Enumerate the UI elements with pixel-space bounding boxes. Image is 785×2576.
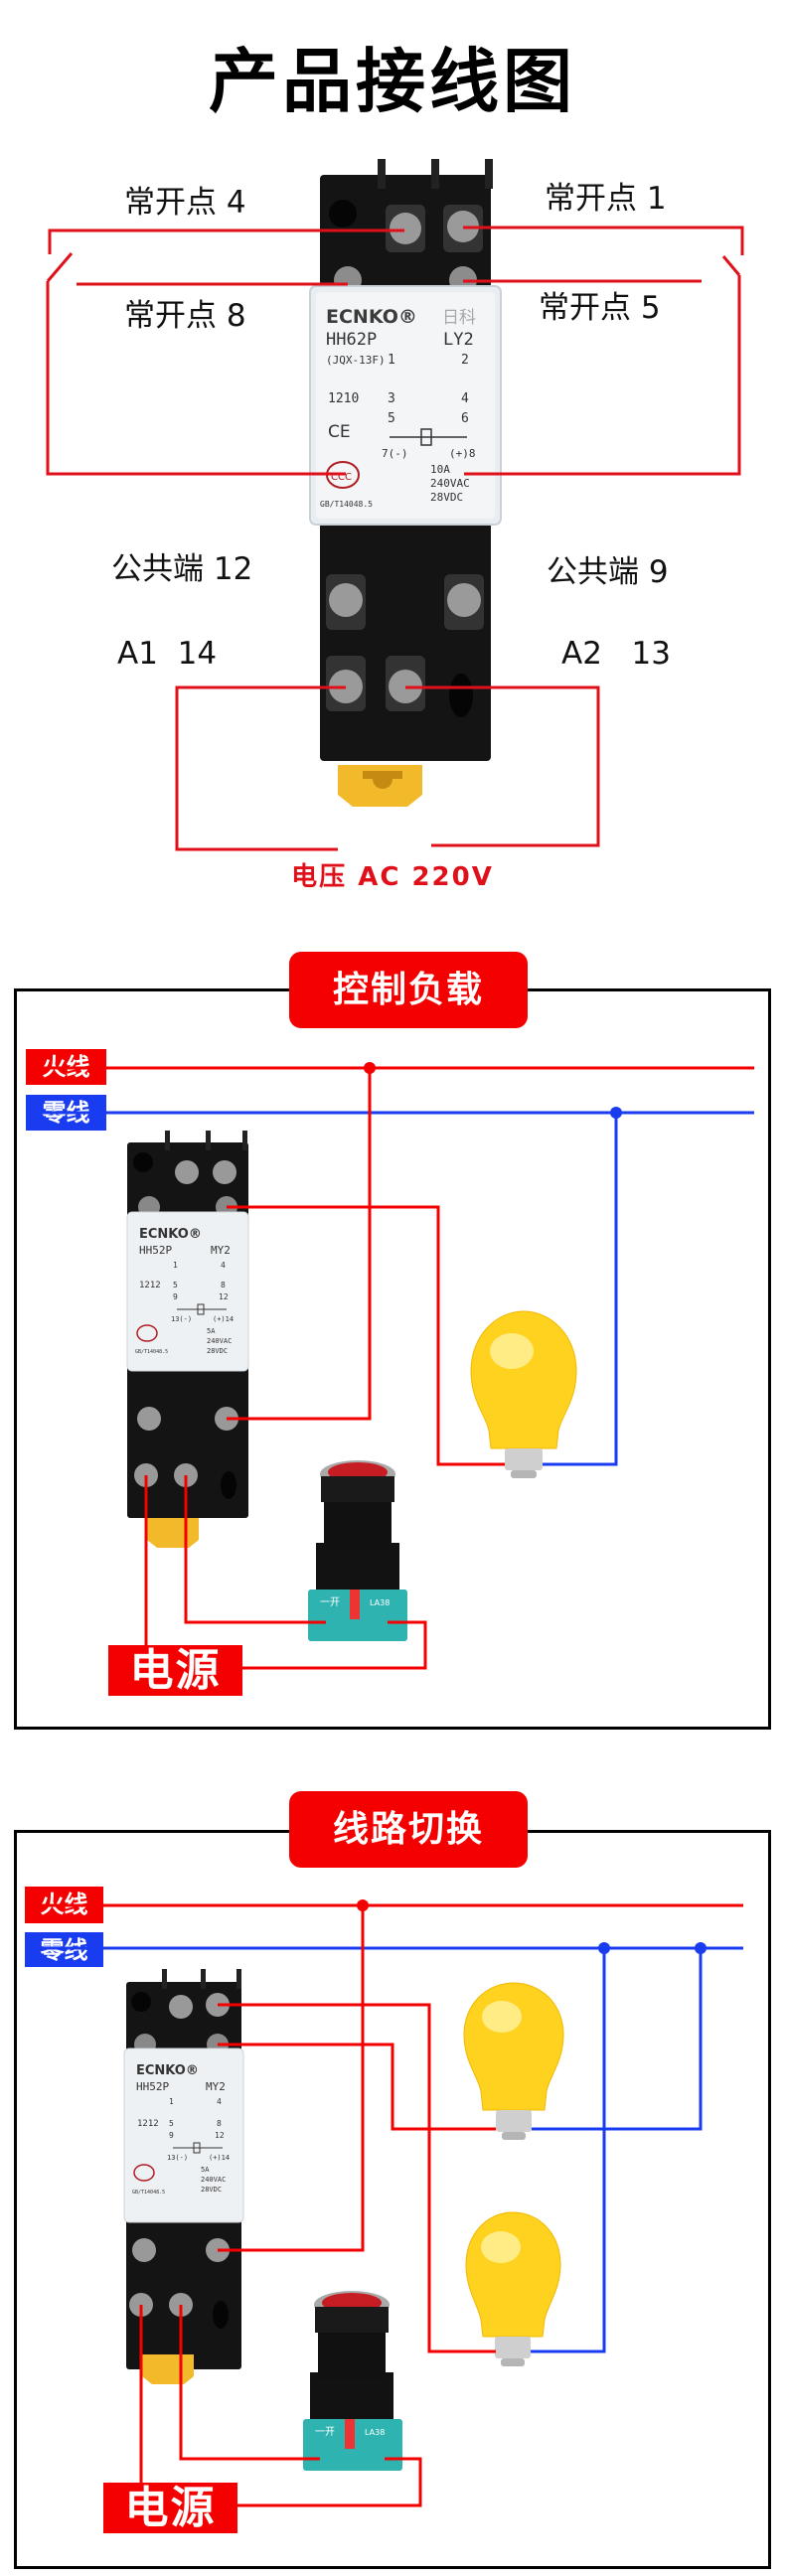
pin-label: 7(-) — [382, 447, 408, 460]
wire-com9 — [464, 275, 741, 476]
button-marking: 一开 — [315, 2427, 335, 2438]
relay-type: MY2 — [206, 2080, 226, 2093]
label-a2: A2 13 — [561, 636, 671, 672]
label-com9: 公共端 9 — [547, 554, 669, 590]
pin-label: (+)14 — [213, 1315, 234, 1323]
relay-type: MY2 — [211, 1244, 231, 1257]
rating: 28VDC — [201, 2186, 222, 2194]
button-marking: 一开 — [320, 1597, 340, 1608]
product-wiring-diagram: ECNKO® 日科 HH62P LY2 (JQX-13F) 1210 1 2 3… — [46, 159, 744, 851]
pin-label: 13(-) — [167, 2154, 188, 2162]
pin-label: 5 — [169, 2119, 174, 2128]
pin-label: 2 — [461, 353, 469, 368]
rating: 28VDC — [207, 1347, 228, 1355]
pin-label: 9 — [169, 2131, 174, 2140]
section-title-badge: 线路切换 — [289, 1791, 528, 1868]
pin-label: 6 — [461, 411, 469, 426]
section1-wires — [38, 1066, 754, 1670]
pin-label: 1 — [388, 353, 395, 368]
pin-label: 4 — [461, 391, 469, 406]
voltage-label: 电压 AC 220V — [291, 862, 494, 892]
push-button-1: 一开 LA38 — [308, 1460, 407, 1641]
button-model: LA38 — [370, 1598, 390, 1607]
small-relay-2: ECNKO® HH52P MY2 1212 1 4 5 8 9 12 13(-)… — [123, 1969, 244, 2384]
relay-brand: ECNKO® — [139, 1227, 202, 1242]
wire-no1 — [463, 226, 744, 255]
pin-label: 4 — [217, 2097, 222, 2106]
rating: 28VDC — [430, 491, 463, 504]
relay-standard: GB/T14048.5 — [135, 1349, 168, 1355]
relay-brand: ECNKO® — [326, 306, 417, 328]
label-no8: 常开点 8 — [124, 298, 246, 334]
pin-label: 13(-) — [171, 1315, 192, 1323]
relay-code: 1210 — [328, 391, 359, 406]
live-junction — [364, 1062, 376, 1074]
relay-model: HH52P — [136, 2080, 169, 2093]
relay-model: HH52P — [139, 1244, 172, 1257]
pin-label: 5 — [388, 411, 395, 426]
relay-standard: GB/T14048.5 — [320, 500, 373, 509]
label-a1: A1 14 — [117, 636, 218, 672]
live-junction — [357, 1899, 369, 1911]
relay-brand-cn: 日科 — [442, 308, 476, 328]
relay-model: HH62P — [326, 330, 377, 350]
pin-label: 1 — [173, 1261, 178, 1270]
power-source-label: 电源 — [108, 1645, 242, 1696]
pin-label: (+)14 — [209, 2154, 230, 2162]
ce-mark: CE — [328, 422, 351, 442]
ccc-text: CCC — [331, 472, 352, 483]
page-title: 产品接线图 — [209, 41, 576, 122]
neutral-junction — [695, 1942, 706, 1954]
rating: 10A — [430, 463, 450, 476]
relay-alt-model: (JQX-13F) — [326, 354, 386, 367]
wire-com12 — [46, 281, 346, 476]
pin-label: (+)8 — [449, 447, 476, 460]
label-no1: 常开点 1 — [545, 181, 667, 217]
rating: 5A — [201, 2166, 210, 2174]
switch-left — [46, 252, 74, 282]
wire-a2 — [405, 685, 600, 847]
bulb-1 — [470, 1310, 577, 1478]
relay-type: LY2 — [443, 330, 474, 350]
push-button-2: 一开 LA38 — [303, 2291, 402, 2471]
pin-label: 4 — [221, 1261, 226, 1270]
relay-code: 1212 — [139, 1281, 161, 1290]
switch-right — [721, 255, 741, 276]
label-no4: 常开点 4 — [124, 185, 246, 221]
rating: 240VAC — [430, 477, 470, 490]
relay-code: 1212 — [137, 2119, 159, 2129]
label-no5: 常开点 5 — [539, 290, 661, 326]
neutral-junction — [598, 1942, 610, 1954]
rating: 5A — [207, 1327, 216, 1335]
pin-label: 12 — [219, 1292, 229, 1301]
neutral-junction — [610, 1107, 622, 1119]
rating: 240VAC — [201, 2176, 226, 2184]
section2-wires — [36, 1903, 743, 2507]
bulb-2b — [465, 2211, 561, 2366]
wire-a1 — [175, 685, 346, 851]
pin-label: 8 — [221, 1281, 226, 1289]
bulb-2a — [463, 1982, 564, 2140]
power-source-label: 电源 — [103, 2483, 237, 2533]
button-model: LA38 — [365, 2428, 385, 2437]
pin-label: 9 — [173, 1292, 178, 1301]
relay-standard: GB/T14048.5 — [132, 2190, 165, 2196]
annotation-wires — [46, 226, 744, 851]
pin-label: 5 — [173, 1281, 178, 1289]
rating: 240VAC — [207, 1337, 232, 1345]
pin-label: 3 — [388, 391, 395, 406]
relay-cover: ECNKO® 日科 HH62P LY2 (JQX-13F) 1210 1 2 3… — [309, 285, 502, 526]
section-title-badge: 控制负载 — [289, 952, 528, 1028]
pin-label: 12 — [215, 2131, 225, 2140]
pin-label: 8 — [217, 2119, 222, 2128]
wire-no4 — [48, 228, 404, 254]
label-com12: 公共端 12 — [111, 551, 253, 587]
pin-label: 1 — [169, 2097, 174, 2106]
relay-brand: ECNKO® — [136, 2063, 199, 2078]
